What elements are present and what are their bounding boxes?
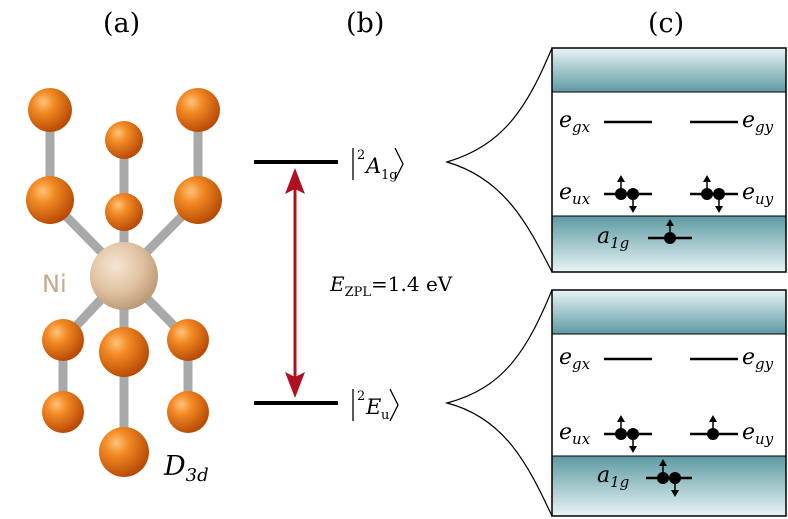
euy-label: euy [742,420,774,448]
point-group-label: D3d [163,451,209,486]
nickel-atom [90,242,158,310]
a1g-label: a1g [597,463,629,491]
upper-state-sup: 2 [357,148,365,163]
egx-label: egx [559,345,591,373]
eux-label: eux [559,420,591,448]
ligand-atom [99,427,149,477]
ligand-atom [26,176,74,224]
zpl-value: =1.4 eV [371,272,453,296]
zpl-symbol: E [329,272,345,296]
lower-state-main: E [365,395,381,419]
ligand-atom [42,319,84,361]
euy-label: euy [742,180,774,208]
electron-pair [701,175,725,213]
ligand-atom [176,88,220,132]
upper-state-sub: 1g [381,168,398,183]
panel-label-b: (b) [346,8,384,39]
lower-state-ket: 2 E u [352,388,399,423]
point-group-sub: 3d [186,465,209,486]
lower-state-sub: u [381,408,389,423]
electron-single [707,415,719,440]
panel-label-c: (c) [648,8,684,39]
egy-label: egy [742,345,774,373]
egx-label: egx [559,108,591,136]
molecule-model [26,88,222,477]
zpl-energy-label: EZPL=1.4 eV [329,272,453,300]
ligand-atom [167,391,209,433]
ligand-atom [105,193,143,231]
egy-label: egy [742,108,774,136]
orbital-box-lower: egx egy eux euy a1g [551,289,787,517]
zoom-bracket-upper [444,47,553,273]
electron-pair [615,415,639,453]
lower-state-sup: 2 [357,389,365,404]
ligand-atom [28,88,72,132]
ligand-atom [42,391,84,433]
transition-arrow [285,168,305,398]
zoom-bracket-lower [444,289,553,517]
ligand-atom [174,176,222,224]
electron-single [664,219,676,244]
panel-label-a: (a) [103,8,140,39]
a1g-label: a1g [597,224,629,252]
ligand-atom [99,327,149,377]
ligand-atom [167,319,209,361]
point-group-main: D [163,451,186,482]
ligand-atom [105,121,143,159]
nickel-label: Ni [42,270,67,298]
upper-state-ket: 2 A 1g [352,147,404,183]
orbital-box-upper: egx egy eux euy a1g [551,47,787,273]
electron-pair [615,175,639,213]
electron-pair [657,459,681,497]
zpl-subscript: ZPL [345,285,372,300]
eux-label: eux [559,180,591,208]
upper-state-main: A [364,154,381,178]
